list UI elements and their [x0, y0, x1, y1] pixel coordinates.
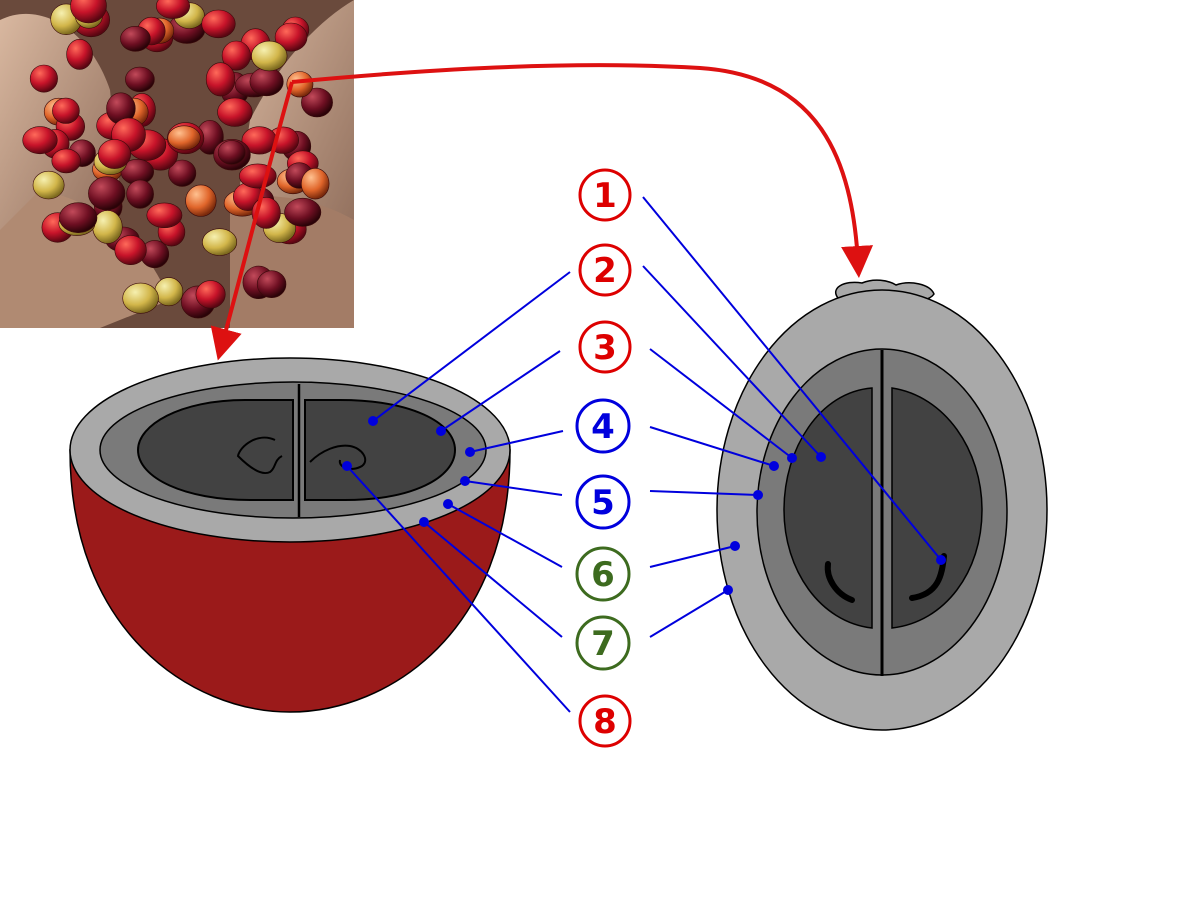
coffee-cherry [154, 277, 184, 307]
leader-5-left-dot [460, 476, 470, 486]
callout-8-label: 8 [593, 702, 617, 742]
coffee-cherry [185, 184, 217, 217]
coffee-cherry [256, 270, 287, 299]
leader-4-left [469, 430, 564, 453]
coffee-cherry [126, 179, 154, 209]
coffee-cherry [120, 25, 151, 52]
coffee-cherry [70, 0, 107, 24]
coffee-cherry [52, 97, 80, 124]
callout-1-label: 1 [593, 176, 617, 216]
coffee-cherry [125, 66, 155, 92]
leader-3-left-dot [436, 426, 446, 436]
arrow-to-cross-section [210, 81, 294, 361]
coffee-cherry [29, 64, 58, 93]
callout-2: 2 [578, 243, 632, 297]
leader-4-right-dot [769, 461, 779, 471]
coffee-cherry [22, 126, 58, 155]
coffee-cherry [195, 280, 226, 309]
leader-5-left [464, 480, 563, 496]
coffee-cherry [217, 140, 246, 165]
coffee-cherry [251, 40, 288, 72]
leader-7-right-dot [723, 585, 733, 595]
leader-1-long-dot [936, 555, 946, 565]
callout-7: 7 [575, 615, 631, 671]
coffee-cherry [286, 71, 314, 98]
callout-6: 6 [575, 546, 631, 602]
embryo-left-long [824, 561, 855, 603]
leader-6-left-dot [443, 499, 453, 509]
leader-6-left [447, 503, 563, 568]
leader-7-left-dot [419, 517, 429, 527]
coffee-cherry [92, 210, 123, 244]
leader-7-right [649, 589, 729, 638]
bean-left-half [136, 399, 294, 501]
leader-5-right-dot [753, 490, 763, 500]
leader-2-right-dot [816, 452, 826, 462]
leader-6-right [649, 545, 736, 568]
coffee-cherry [122, 282, 159, 314]
leader-3-left [440, 350, 561, 432]
callout-3-label: 3 [593, 328, 617, 368]
callout-2-label: 2 [593, 251, 617, 291]
coffee-cherries-photo [0, 0, 354, 328]
coffee-cherry [51, 148, 81, 174]
bean-right [891, 387, 983, 629]
callout-6-label: 6 [591, 555, 615, 595]
coffee-cherry [301, 87, 333, 118]
leader-1-long [642, 196, 942, 561]
callout-5-label: 5 [591, 483, 615, 523]
leader-5-right [649, 490, 759, 496]
coffee-cherry [249, 67, 284, 97]
coffee-cherry [59, 202, 98, 233]
leader-3-right-dot [787, 453, 797, 463]
coffee-cherry [205, 62, 236, 97]
callout-7-label: 7 [591, 624, 615, 664]
leader-8-left-dot [342, 461, 352, 471]
leader-4-right [649, 426, 775, 467]
cross-section-cherry [69, 357, 511, 713]
callout-3: 3 [578, 320, 632, 374]
coffee-cherry [301, 168, 330, 200]
leader-lines [342, 196, 946, 713]
embryo-left [236, 436, 283, 474]
coffee-cherry [98, 139, 132, 169]
leader-6-right-dot [730, 541, 740, 551]
callout-8: 8 [578, 694, 632, 748]
coffee-cherry [202, 228, 238, 256]
coffee-cherry [146, 202, 183, 229]
coffee-cherry [88, 176, 126, 211]
bean-right-half [304, 399, 457, 501]
leader-2-right [642, 265, 822, 458]
coffee-cherry [201, 9, 236, 39]
coffee-cherry [168, 159, 197, 187]
leader-8-left [346, 465, 571, 713]
leader-3-right [649, 348, 793, 459]
coffee-cherry [167, 125, 201, 151]
callout-1: 1 [578, 168, 632, 222]
coffee-cherry [284, 197, 322, 227]
coffee-cherry [156, 0, 190, 19]
leader-2-left [372, 271, 571, 422]
coffee-cherry [221, 40, 251, 71]
coffee-cherry [114, 235, 147, 266]
longitudinal-section-cherry [716, 279, 1048, 731]
leader-2-left-dot [368, 416, 378, 426]
coffee-cherry [66, 39, 93, 70]
leader-4-left-dot [465, 447, 475, 457]
coffee-cherry [274, 22, 308, 52]
coffee-cherries [22, 0, 333, 319]
leader-7-left [423, 521, 563, 638]
callout-5: 5 [575, 474, 631, 530]
coffee-cherry [32, 170, 65, 200]
arrow-to-longitudinal-section [291, 63, 874, 278]
callout-4: 4 [575, 398, 631, 454]
callout-4-label: 4 [591, 407, 615, 447]
coffee-cherry [217, 97, 253, 127]
